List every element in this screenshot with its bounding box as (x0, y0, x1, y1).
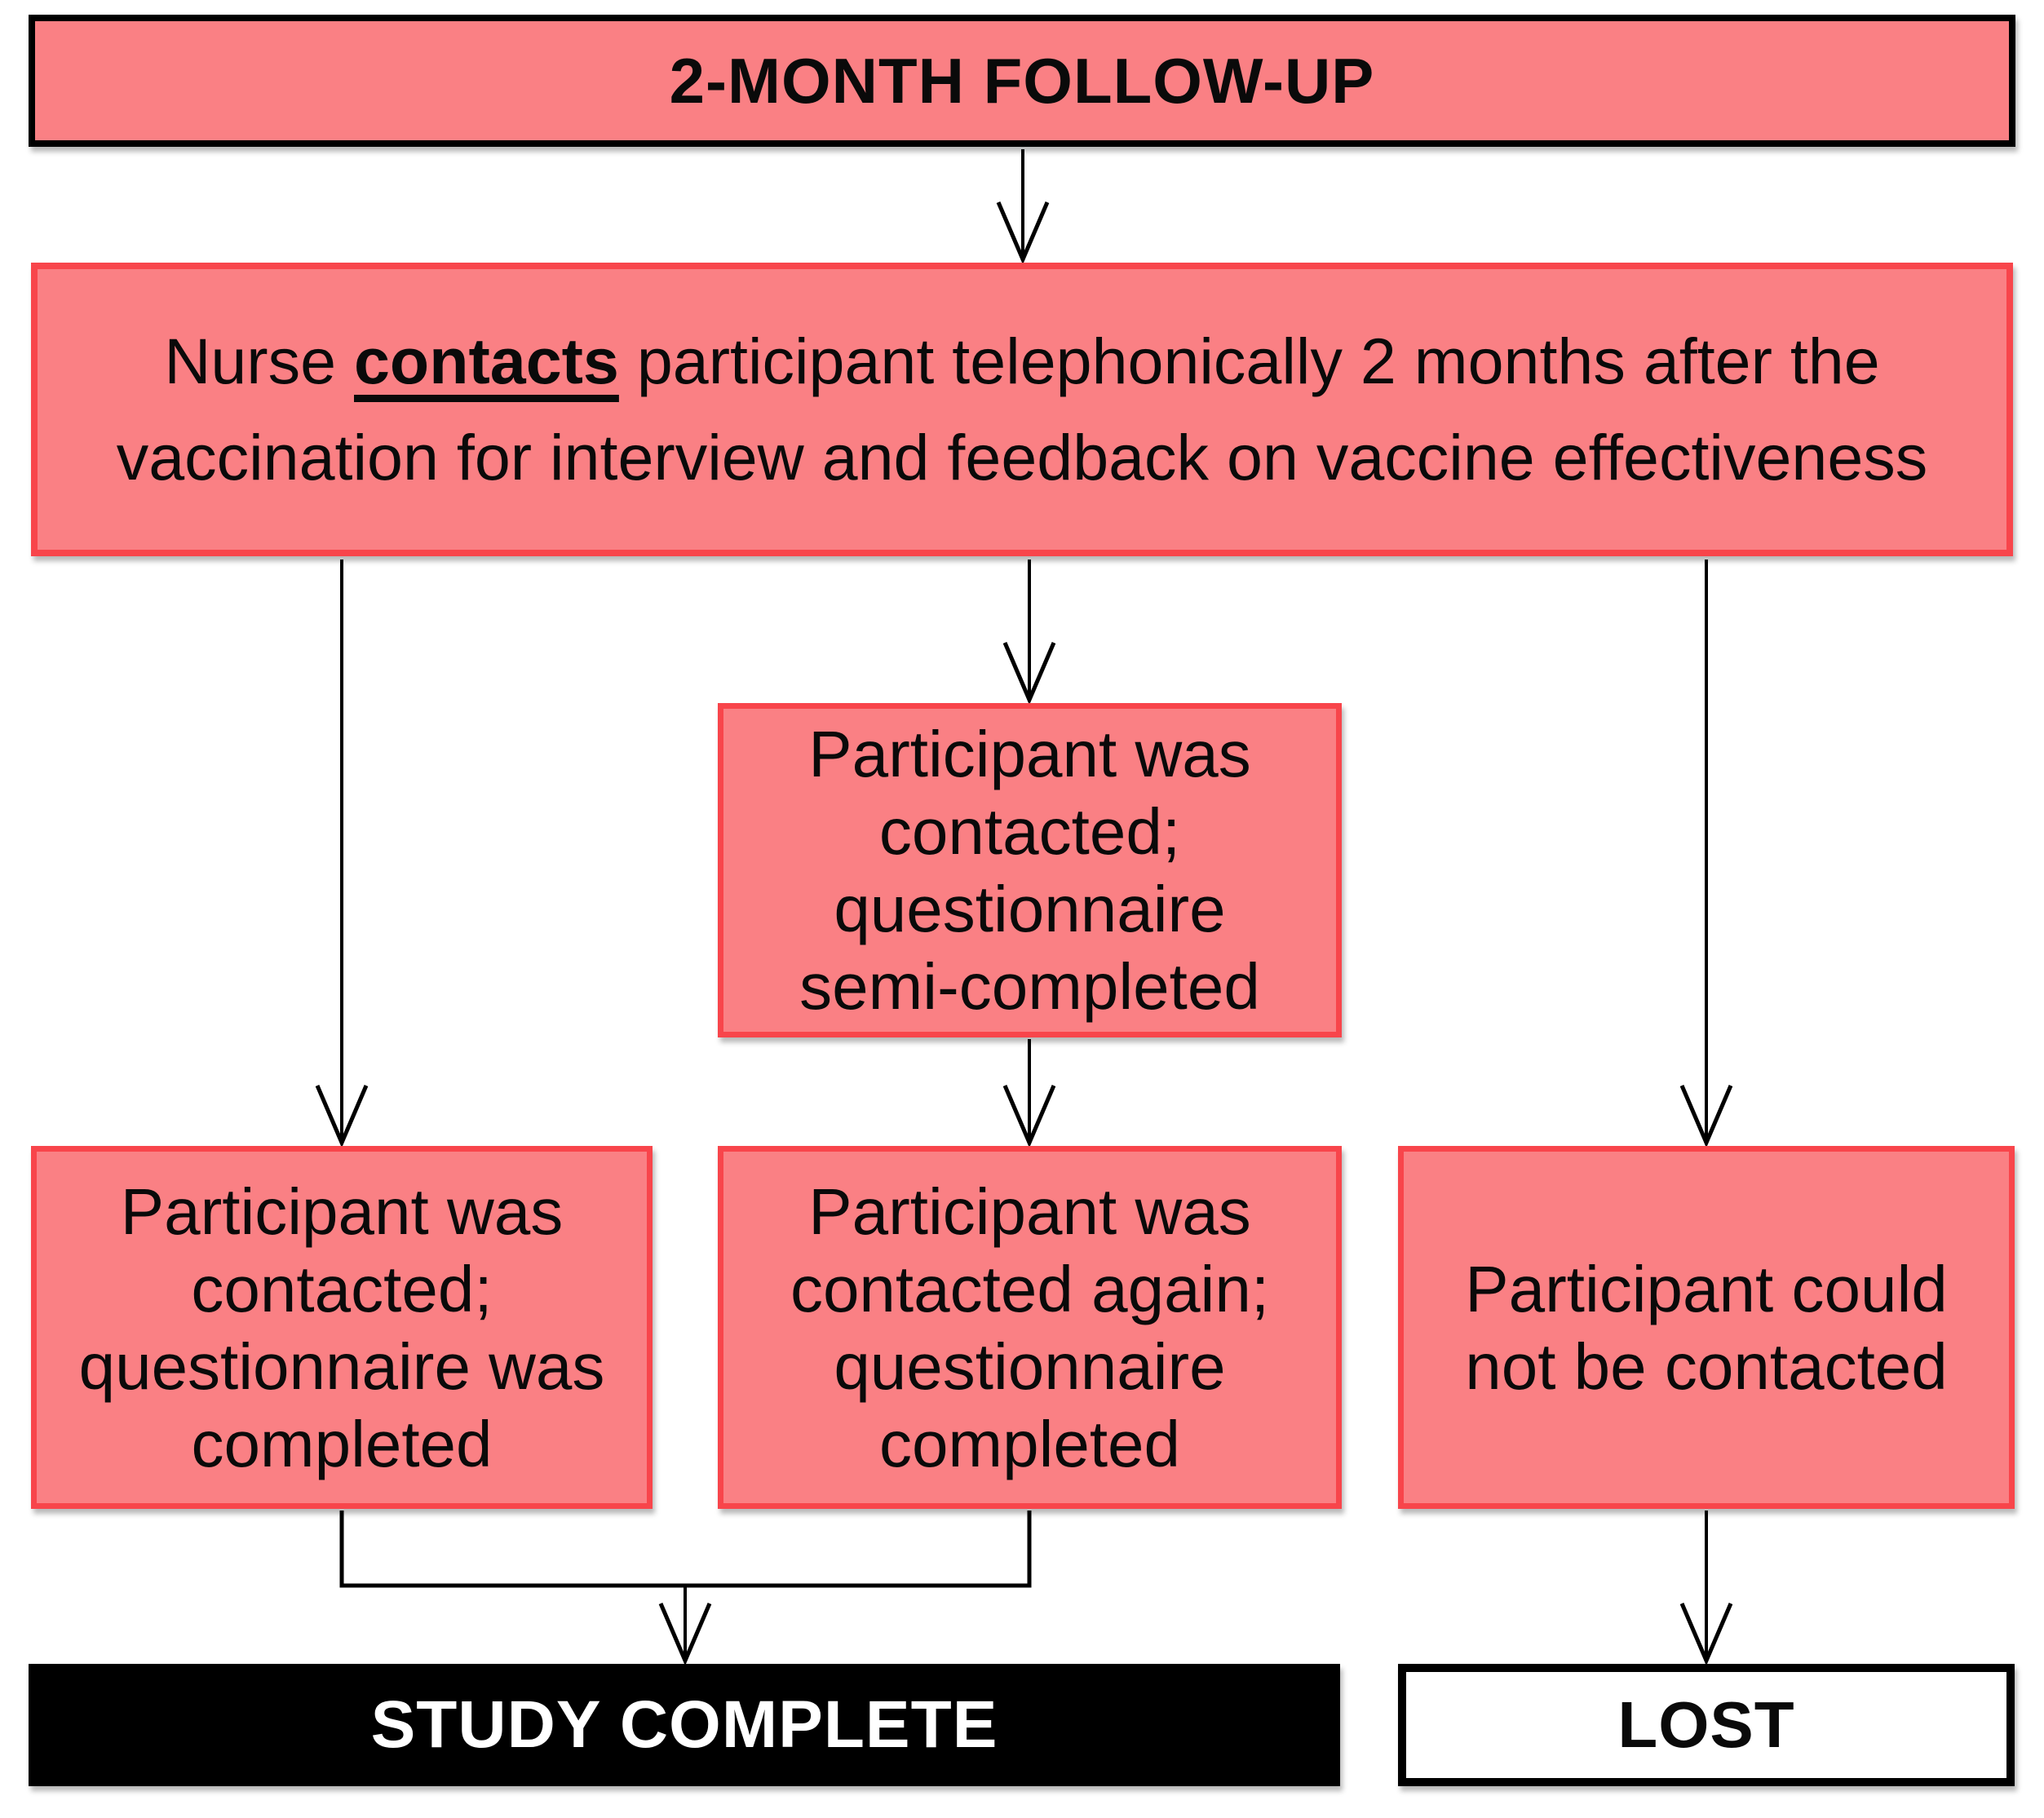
nurse-text-after: participant telephonically 2 months afte… (116, 325, 1928, 493)
node-nurse-contact: Nurse contacts participant telephonicall… (31, 263, 2013, 556)
arrow-nurse-to-completed (315, 560, 369, 1148)
node-semi-completed: Participant was contacted; questionnaire… (718, 703, 1342, 1037)
node-completed-again: Participant was contacted again; questio… (718, 1146, 1342, 1509)
study-complete-text: STUDY COMPLETE (370, 1688, 998, 1762)
nurse-text-emphasis: contacts (354, 325, 619, 397)
completed-text: Participant was contacted; questionnaire… (78, 1174, 605, 1480)
arrow-notcontacted-to-lost (1679, 1511, 1733, 1666)
connector-merge (339, 1511, 1032, 1666)
nurse-text-before: Nurse (164, 325, 354, 397)
not-contacted-text: Participant could not be contacted (1465, 1252, 1948, 1403)
nurse-contact-text: Nurse contacts participant telephonicall… (86, 313, 1958, 506)
follow-up-title: 2-MONTH FOLLOW-UP (669, 44, 1375, 117)
node-follow-up: 2-MONTH FOLLOW-UP (29, 15, 2015, 147)
arrow-nurse-to-notcontacted (1679, 560, 1733, 1148)
node-study-complete: STUDY COMPLETE (29, 1664, 1340, 1786)
completed-again-text: Participant was contacted again; questio… (790, 1174, 1270, 1480)
arrow-nurse-to-semi (1002, 560, 1056, 706)
lost-text: LOST (1617, 1688, 1795, 1761)
arrow-followup-to-nurse (996, 149, 1050, 265)
node-completed: Participant was contacted; questionnaire… (31, 1146, 653, 1509)
node-not-contacted: Participant could not be contacted (1398, 1146, 2015, 1509)
arrow-semi-to-contactedagain (1002, 1039, 1056, 1148)
node-lost: LOST (1398, 1664, 2015, 1786)
semi-completed-text: Participant was contacted; questionnaire… (799, 718, 1260, 1023)
